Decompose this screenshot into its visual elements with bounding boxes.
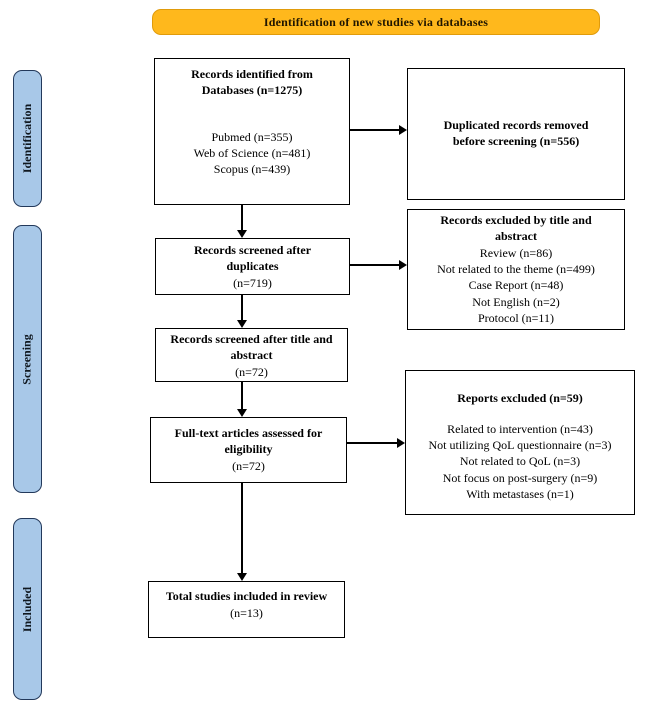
box-reports-excluded-reasons: Related to intervention (n=43) Not utili…: [429, 421, 612, 503]
box-fulltext-assessed-count: (n=72): [232, 458, 265, 473]
box-reports-excluded: Reports excluded (n=59) Related to inter…: [405, 370, 635, 515]
stage-screening: Screening: [13, 225, 42, 493]
box-records-identified-title: Records identified from Databases (n=127…: [191, 67, 313, 97]
box-excluded-title-abstract-title: Records excluded by title and abstract: [440, 213, 592, 243]
box-reports-excluded-title: Reports excluded (n=59): [457, 391, 583, 405]
arrow-screened-to-excluded-head: [399, 260, 407, 270]
exclusion-not-related-theme: Not related to the theme (n=499): [437, 261, 595, 276]
box-duplicates-removed: Duplicated records removed before screen…: [407, 68, 625, 200]
exclusion-with-metastases: With metastases (n=1): [466, 487, 574, 502]
box-records-identified: Records identified from Databases (n=127…: [154, 58, 350, 205]
arrow-identified-to-screened-line: [241, 205, 243, 231]
exclusion-related-intervention: Related to intervention (n=43): [447, 421, 593, 436]
arrow-title-to-fulltext-line: [241, 382, 243, 409]
exclusion-not-english: Not English (n=2): [472, 294, 560, 309]
box-duplicates-removed-title: Duplicated records removed before screen…: [443, 118, 589, 148]
stage-screening-label: Screening: [20, 333, 35, 385]
box-excluded-title-abstract: Records excluded by title and abstract R…: [407, 209, 625, 330]
arrow-fulltext-to-reports-head: [397, 438, 405, 448]
box-records-identified-sources: Pubmed (n=355) Web of Science (n=481) Sc…: [194, 129, 311, 178]
stage-included: Included: [13, 518, 42, 700]
source-scopus: Scopus (n=439): [213, 162, 291, 177]
arrow-fulltext-to-reports-line: [347, 442, 397, 444]
arrow-screened-to-excluded-line: [350, 264, 399, 266]
arrow-identified-to-duplicates-head: [399, 125, 407, 135]
box-fulltext-assessed-title: Full-text articles assessed for eligibil…: [174, 426, 323, 456]
box-screened-after-duplicates-count: (n=719): [233, 275, 272, 290]
arrow-title-to-fulltext-head: [237, 409, 247, 417]
box-fulltext-assessed: Full-text articles assessed for eligibil…: [150, 417, 347, 483]
exclusion-protocol: Protocol (n=11): [478, 310, 554, 325]
arrow-identified-to-duplicates-line: [350, 129, 399, 131]
box-excluded-title-abstract-reasons: Review (n=86) Not related to the theme (…: [437, 245, 595, 327]
exclusion-not-utilizing-qol: Not utilizing QoL questionnaire (n=3): [428, 438, 612, 453]
stage-included-label: Included: [20, 586, 35, 632]
exclusion-not-related-qol: Not related to QoL (n=3): [459, 454, 581, 469]
box-screened-after-duplicates-title: Records screened after duplicates: [193, 243, 312, 273]
exclusion-not-post-surgery: Not focus on post-surgery (n=9): [442, 470, 598, 485]
diagram-title: Identification of new studies via databa…: [263, 14, 489, 29]
stage-identification: Identification: [13, 70, 42, 207]
box-total-included: Total studies included in review (n=13): [148, 581, 345, 638]
exclusion-review: Review (n=86): [479, 245, 553, 260]
diagram-title-banner: Identification of new studies via databa…: [152, 9, 600, 35]
box-screened-after-duplicates: Records screened after duplicates (n=719…: [155, 238, 350, 295]
box-total-included-count: (n=13): [230, 605, 263, 620]
stage-identification-label: Identification: [20, 103, 34, 174]
source-web-of-science: Web of Science (n=481): [193, 145, 311, 160]
arrow-fulltext-to-total-head: [237, 573, 247, 581]
box-screened-title-abstract-title: Records screened after title and abstrac…: [170, 332, 333, 362]
arrow-identified-to-screened-head: [237, 230, 247, 238]
box-total-included-title: Total studies included in review: [165, 589, 328, 603]
box-screened-title-abstract-count: (n=72): [235, 364, 268, 379]
box-screened-title-abstract: Records screened after title and abstrac…: [155, 328, 348, 382]
exclusion-case-report: Case Report (n=48): [468, 278, 564, 293]
arrow-screened-to-title-head: [237, 320, 247, 328]
arrow-screened-to-title-line: [241, 295, 243, 321]
arrow-fulltext-to-total-line: [241, 483, 243, 573]
source-pubmed: Pubmed (n=355): [211, 129, 293, 144]
